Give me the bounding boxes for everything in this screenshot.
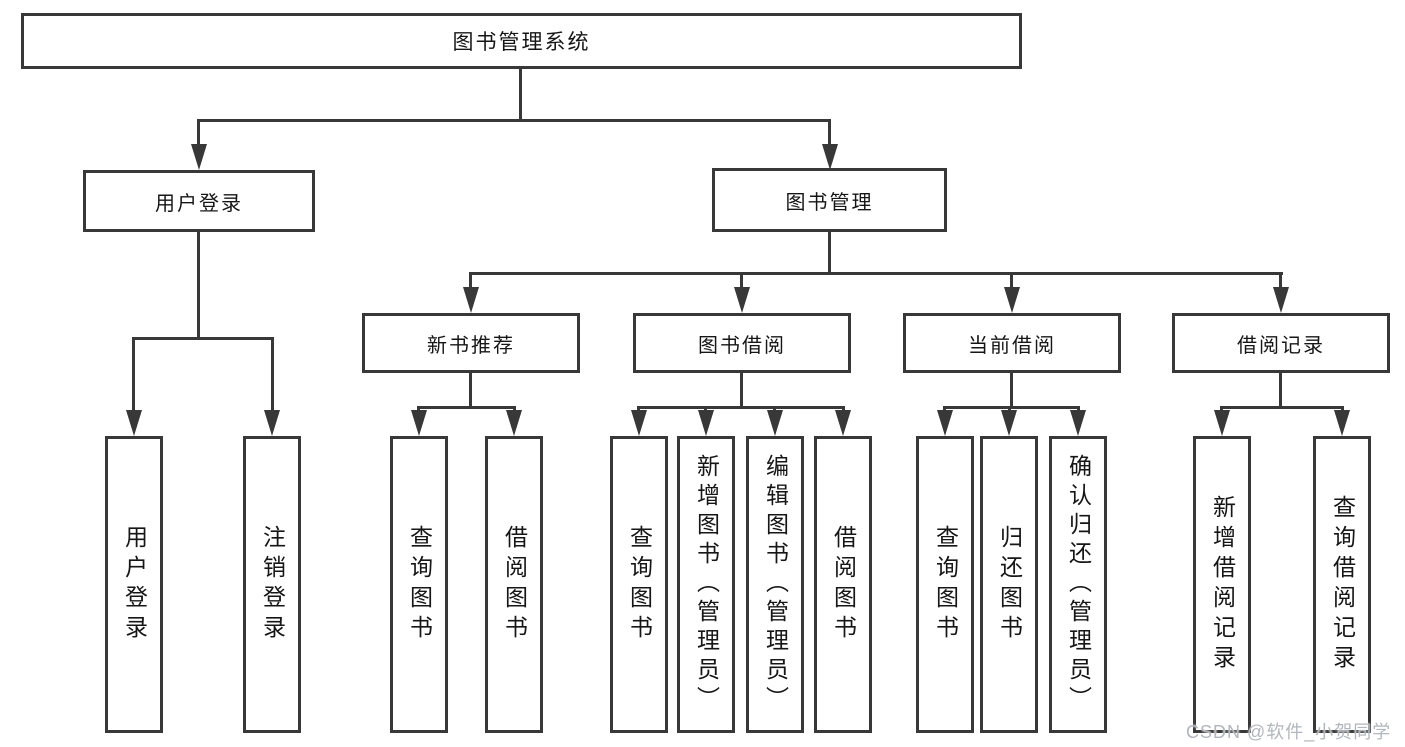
node-library-management-system: 图书管理系统 (21, 13, 1022, 69)
node-user-login: 用户登录 (83, 170, 315, 232)
arrowhead-down-icon (1001, 410, 1017, 436)
connector-line (519, 69, 522, 119)
arrowhead-down-icon (835, 410, 851, 436)
node-logout: 注销登录 (243, 436, 301, 733)
connector-line (197, 232, 200, 337)
arrowhead-down-icon (126, 410, 142, 436)
arrowhead-down-icon (767, 410, 783, 436)
arrowhead-down-icon (264, 410, 280, 436)
connector-line (132, 337, 135, 413)
node-borrow-books: 借阅图书 (814, 436, 872, 733)
connector-line (197, 119, 831, 122)
node-book-borrowing: 图书借阅 (633, 313, 851, 373)
connector-line (1279, 373, 1282, 406)
connector-line (132, 337, 274, 340)
connector-line (637, 406, 845, 409)
arrowhead-down-icon (937, 410, 953, 436)
connector-line (740, 373, 743, 406)
node-return-books: 归还图书 (980, 436, 1038, 733)
connector-line (197, 119, 200, 147)
arrowhead-down-icon (822, 144, 838, 170)
connector-line (469, 272, 472, 290)
connector-line (417, 406, 516, 409)
arrowhead-down-icon (1273, 287, 1289, 313)
node-add-books-admin: 新增图书（管理员） (677, 436, 735, 733)
watermark-text: CSDN @软件_小贺同学 (1186, 722, 1392, 742)
arrowhead-down-icon (734, 287, 750, 313)
node-user-login-leaf: 用户登录 (105, 436, 163, 733)
node-new-book-recommendation: 新书推荐 (362, 313, 580, 373)
node-query-books: 查询图书 (390, 436, 448, 733)
arrowhead-down-icon (631, 410, 647, 436)
node-query-books: 查询图书 (610, 436, 668, 733)
node-edit-books-admin: 编辑图书（管理员） (746, 436, 804, 733)
node-query-borrow-record: 查询借阅记录 (1313, 436, 1371, 733)
node-confirm-return-admin: 确认归还（管理员） (1049, 436, 1107, 733)
connector-line (828, 232, 831, 272)
node-borrow-books: 借阅图书 (485, 436, 543, 733)
connector-line (469, 272, 1283, 275)
connector-line (469, 373, 472, 406)
connector-line (1010, 373, 1013, 406)
connector-line (1279, 272, 1282, 290)
arrowhead-down-icon (463, 287, 479, 313)
node-query-books: 查询图书 (916, 436, 974, 733)
connector-line (1010, 272, 1013, 290)
node-book-management: 图书管理 (712, 168, 947, 232)
arrowhead-down-icon (1214, 410, 1230, 436)
connector-line (271, 337, 274, 413)
connector-line (943, 406, 1080, 409)
arrowhead-down-icon (698, 410, 714, 436)
arrowhead-down-icon (506, 410, 522, 436)
node-current-borrowing: 当前借阅 (903, 313, 1121, 373)
arrowhead-down-icon (1070, 410, 1086, 436)
arrowhead-down-icon (411, 410, 427, 436)
connector-line (828, 119, 831, 147)
arrowhead-down-icon (1334, 410, 1350, 436)
node-add-borrow-record: 新增借阅记录 (1193, 436, 1251, 733)
connector-line (1220, 406, 1344, 409)
arrowhead-down-icon (1004, 287, 1020, 313)
arrowhead-down-icon (191, 144, 207, 170)
connector-line (740, 272, 743, 290)
node-borrowing-records: 借阅记录 (1172, 313, 1390, 373)
